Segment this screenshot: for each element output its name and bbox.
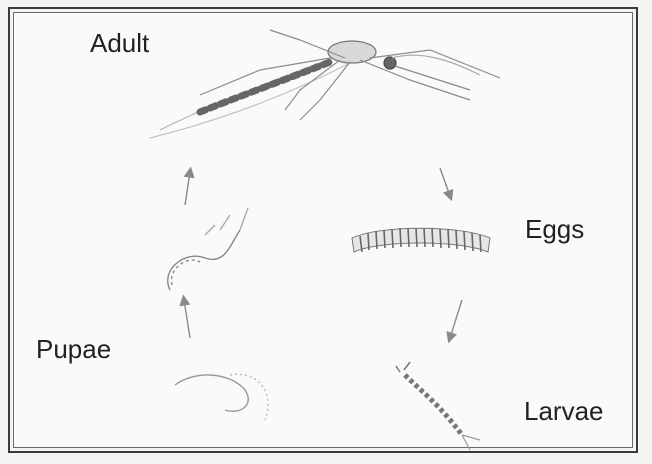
- mosquito-adult-icon: [150, 30, 500, 138]
- stage-label-adult: Adult: [90, 30, 149, 56]
- egg-raft-icon: [352, 228, 490, 252]
- stage-label-eggs: Eggs: [525, 216, 584, 242]
- stage-label-larvae: Larvae: [524, 398, 604, 424]
- larva-icon: [396, 362, 480, 450]
- stage-label-pupae: Pupae: [36, 336, 111, 362]
- pupa-icon: [168, 208, 268, 420]
